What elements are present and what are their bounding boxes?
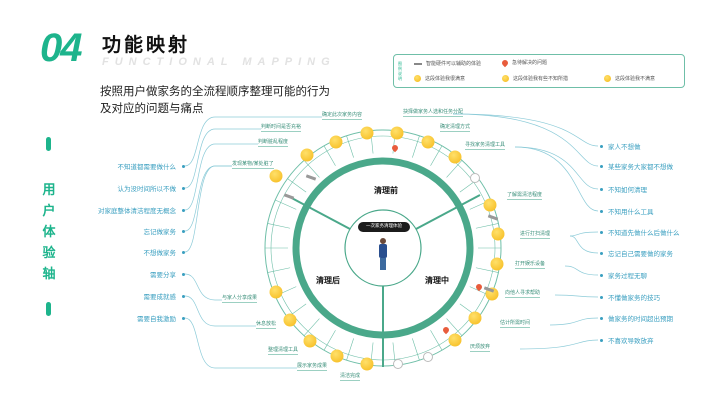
user-need: 不知道都需要做什么	[117, 163, 177, 171]
legend-title: 图例说明	[398, 61, 402, 81]
problem-item: 不知用什么工具	[608, 208, 654, 216]
legend: 图例说明 智能硬件可以辅助的体验 急待解决的问题 这段体验我很满意 这段体验我有…	[393, 54, 685, 88]
bullet-dot	[600, 339, 603, 342]
user-need: 认为没时间所以不做	[117, 185, 177, 193]
step-label: 厌烦放弃	[470, 344, 491, 352]
empty-node-icon	[423, 352, 433, 362]
problem-item: 不懂做家务的技巧	[608, 294, 660, 302]
bullet-dot	[600, 317, 603, 320]
bullet-dot	[182, 317, 185, 320]
problem-item: 家人不想做	[608, 143, 641, 151]
user-need: 需要自我激励	[137, 315, 176, 323]
bullet-dot	[600, 252, 603, 255]
step-label: 确定清理方式	[440, 124, 471, 132]
emoji-icon	[283, 313, 297, 327]
emoji-icon	[360, 357, 374, 371]
bullet-dot	[182, 187, 185, 190]
axis-bar-top	[46, 137, 51, 151]
step-label: 判断时间是否充裕	[261, 124, 302, 132]
emoji-icon	[468, 311, 482, 325]
step-label: 发现某物/某处脏了	[232, 161, 274, 169]
step-label: 展示家务成果	[297, 363, 328, 371]
problem-item: 家务过程无聊	[608, 272, 647, 280]
bullet-dot	[600, 231, 603, 234]
bullet-dot	[182, 165, 185, 168]
step-label: 休息放松	[256, 321, 277, 329]
bullet-dot	[182, 251, 185, 254]
emoji-icon	[269, 169, 283, 183]
legend-item: 智能硬件可以辅助的体验	[426, 61, 482, 67]
bullet-dot	[600, 145, 603, 148]
empty-node-icon	[470, 173, 480, 183]
step-label: 抉择做家务人选和任务分配	[403, 109, 464, 117]
legend-item: 这段体验我不满意	[615, 76, 656, 82]
legend-item: 这段体验我有些不知所措	[513, 76, 569, 82]
problem-item: 做家务的时间超出预期	[608, 315, 673, 323]
bullet-dot	[600, 274, 603, 277]
emoji-icon	[360, 126, 374, 140]
legend-item: 急待解决的问题	[512, 60, 548, 66]
step-label: 判断脏乱程度	[258, 139, 289, 147]
emoji-icon	[390, 126, 404, 140]
step-label: 整理清理工具	[268, 347, 299, 355]
bullet-dot	[600, 165, 603, 168]
user-need: 不想做家务	[143, 249, 177, 257]
section-during: 清理中	[425, 276, 449, 285]
problem-item: 忘记自己需要做的家务	[608, 250, 673, 258]
emoji-icon	[269, 285, 283, 299]
happy-emoji-icon	[414, 75, 421, 82]
section-after: 清理后	[316, 276, 340, 285]
emoji-icon	[448, 150, 462, 164]
bullet-dot	[600, 210, 603, 213]
step-label: 与家人分享成果	[222, 295, 258, 303]
bullet-dot	[600, 296, 603, 299]
step-label: 打开娱乐设备	[515, 261, 546, 269]
section-number: 04	[40, 26, 82, 70]
bullet-dot	[182, 230, 185, 233]
user-need: 忘记做家务	[143, 228, 177, 236]
problem-item: 某些家务大家都不想做	[608, 163, 673, 171]
legend-item: 这段体验我很满意	[425, 76, 466, 82]
axis-bar-bottom	[46, 302, 51, 316]
step-label: 了解需清洁程度	[507, 192, 543, 200]
emoji-icon	[330, 349, 344, 363]
problem-item: 不知如何清理	[608, 186, 647, 194]
emoji-icon	[300, 148, 314, 162]
step-label: 确定此次家务内容	[322, 112, 363, 120]
problem-item: 不知道先做什么后做什么	[608, 229, 680, 237]
emoji-icon	[491, 227, 505, 241]
user-need: 需要分享	[150, 271, 176, 279]
empty-node-icon	[393, 359, 403, 369]
bullet-dot	[600, 188, 603, 191]
section-before: 清理前	[374, 186, 398, 195]
step-label: 向他人寻求帮助	[505, 290, 541, 298]
emoji-icon	[329, 135, 343, 149]
emoji-icon	[448, 333, 462, 347]
confused-emoji-icon	[502, 75, 509, 82]
user-need: 需要成就感	[143, 293, 177, 301]
bullet-dot	[182, 273, 185, 276]
page-subtitle: FUNCTIONAL MAPPING	[102, 56, 336, 68]
step-label: 清洁完成	[340, 373, 361, 381]
problem-item: 不喜欢导致放弃	[608, 337, 654, 345]
unhappy-emoji-icon	[604, 75, 611, 82]
center-label: 一次家务清理体验	[358, 222, 410, 232]
step-label: 进行打扫清理	[520, 231, 551, 239]
person-illustration	[372, 236, 394, 272]
page-title: 功能映射	[102, 34, 191, 56]
device-icon	[414, 62, 422, 65]
bullet-dot	[182, 295, 185, 298]
emoji-icon	[483, 198, 497, 212]
step-label: 寻找家务清理工具	[465, 142, 506, 150]
axis-title: 用户体验轴	[42, 183, 56, 282]
emoji-icon	[421, 135, 435, 149]
emoji-icon	[490, 257, 504, 271]
step-label: 估计所需时间	[500, 320, 531, 328]
page-description: 按照用户做家务的全流程顺序整理可能的行为及对应的问题与痛点	[100, 84, 330, 115]
emoji-icon	[303, 334, 317, 348]
user-need: 对家庭整体清洁程度无概念	[98, 207, 176, 215]
bullet-dot	[182, 209, 185, 212]
